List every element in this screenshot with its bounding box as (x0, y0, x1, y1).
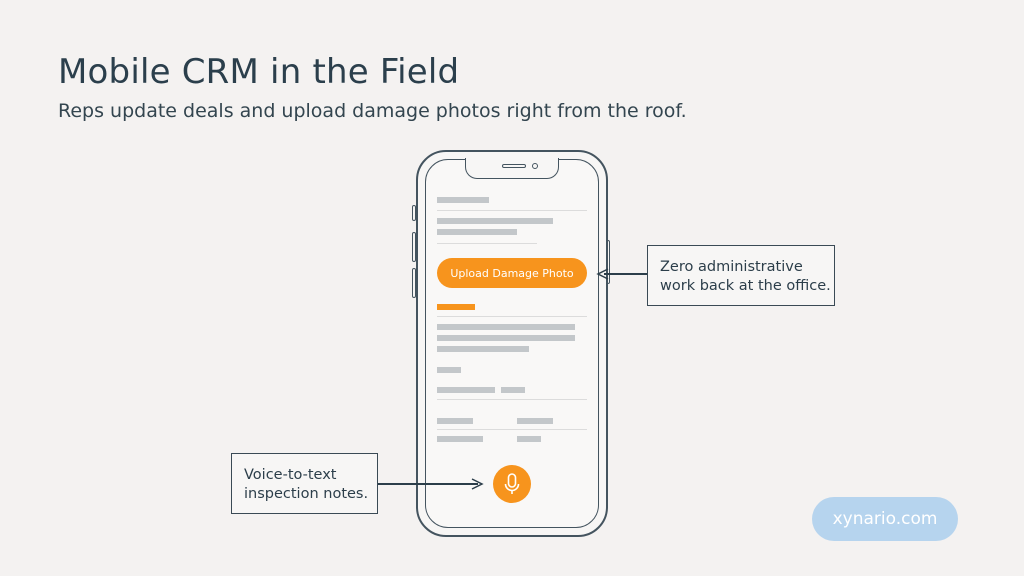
divider (437, 210, 587, 211)
callout-line: Zero administrative (660, 259, 803, 275)
speaker-icon (502, 164, 526, 168)
divider (437, 316, 587, 317)
divider (437, 243, 537, 244)
slide-title: Mobile CRM in the Field (58, 52, 460, 92)
placeholder-line (437, 346, 529, 352)
arrow-right-icon (471, 478, 484, 490)
placeholder-line (517, 418, 553, 424)
placeholder-line (437, 324, 575, 330)
upload-damage-photo-button[interactable]: Upload Damage Photo (437, 258, 587, 288)
placeholder-line (437, 197, 489, 203)
placeholder-line (437, 418, 473, 424)
placeholder-line (437, 335, 575, 341)
phone-side-button-left-1 (412, 205, 416, 221)
placeholder-line (437, 436, 483, 442)
microphone-button[interactable] (493, 465, 531, 503)
callout-zero-admin: Zero administrative work back at the off… (647, 245, 835, 306)
placeholder-line (437, 229, 517, 235)
divider (437, 399, 587, 400)
callout-line: inspection notes. (244, 486, 369, 502)
microphone-icon (504, 473, 520, 494)
slide-subtitle: Reps update deals and upload damage phot… (58, 100, 687, 122)
camera-icon (532, 163, 538, 169)
placeholder-line (501, 387, 525, 393)
placeholder-line-accent (437, 304, 475, 310)
arrow-line (378, 483, 478, 485)
placeholder-line (517, 436, 541, 442)
brand-link[interactable]: xynario.com (812, 497, 958, 541)
placeholder-line (437, 367, 461, 373)
phone-side-button-left-2 (412, 232, 416, 262)
phone-notch (465, 158, 559, 179)
callout-voice-to-text: Voice-to-text inspection notes. (231, 453, 378, 514)
callout-line: Voice-to-text (244, 467, 337, 483)
phone-side-button-left-3 (412, 268, 416, 298)
placeholder-line (437, 387, 495, 393)
arrow-line (604, 273, 647, 275)
arrow-left-icon (596, 268, 609, 280)
callout-line: work back at the office. (660, 278, 831, 294)
placeholder-line (437, 218, 553, 224)
divider (437, 429, 587, 430)
